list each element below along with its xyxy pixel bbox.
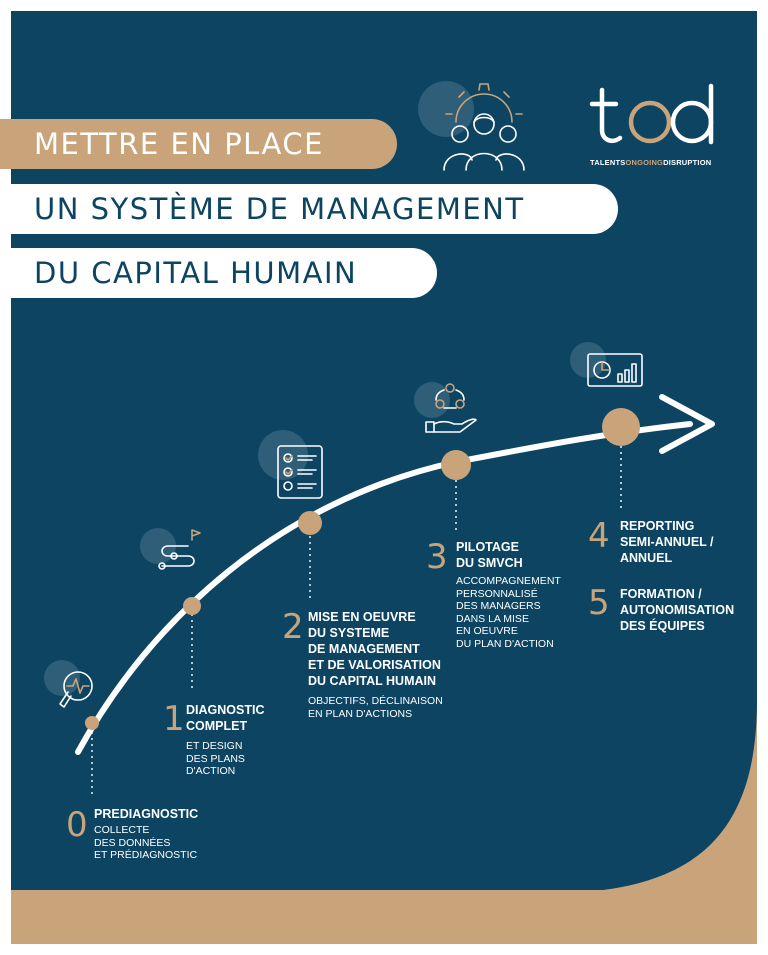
step-5-number: 5	[588, 583, 610, 623]
step-node-1	[183, 597, 201, 615]
step-1-title: DIAGNOSTIC COMPLET	[186, 703, 265, 733]
step-node-2	[298, 511, 322, 535]
step-node-3	[441, 450, 471, 480]
curve-path	[75, 421, 693, 755]
route-flag-icon	[158, 529, 201, 570]
title-line-3: DU CAPITAL HUMAIN	[0, 248, 437, 298]
step-5-title: FORMATION / AUTONOMISATION DES ÉQUIPES	[620, 587, 735, 633]
step-0-number: 0	[66, 805, 88, 845]
checklist-icon	[277, 445, 323, 499]
team-gear-icon	[443, 83, 525, 171]
step-3-desc: ACCOMPAGNEMENT PERSONNALISÉ DES MANAGERS…	[456, 575, 561, 650]
hand-gears-icon	[425, 383, 477, 433]
logo-tagline: TALENTSONGOINGDISRUPTION	[590, 158, 712, 167]
step-node-4	[602, 408, 640, 446]
step-1-desc: ET DESIGN DES PLANS D'ACTION	[186, 740, 245, 777]
step-4-number: 4	[588, 516, 610, 556]
step-3-title: PILOTAGE DU SMVCH	[456, 540, 523, 570]
title-line-2: UN SYSTÈME DE MANAGEMENT	[0, 184, 618, 234]
step-3-number: 3	[426, 537, 448, 577]
logo: TALENTSONGOINGDISRUPTION	[586, 78, 716, 174]
step-node-0	[85, 716, 99, 730]
step-0-desc: COLLECTE DES DONNÉES ET PRÉDIAGNOSTIC	[94, 824, 198, 861]
step-0-title: PREDIAGNOSTIC	[94, 807, 199, 821]
arrow-head-icon	[659, 394, 715, 454]
step-2-title: MISE EN OEUVRE DU SYSTEME DE MANAGEMENT …	[308, 610, 441, 688]
dashboard-chart-icon	[587, 353, 643, 387]
step-1-number: 1	[163, 699, 185, 739]
step-4-title: REPORTING SEMI-ANNUEL / ANNUEL	[620, 519, 714, 565]
magnifier-pulse-icon	[59, 671, 93, 708]
step-2-number: 2	[282, 607, 304, 647]
title-line-1: METTRE EN PLACE	[0, 119, 397, 169]
step-2-desc: OBJECTIFS, DÉCLINAISON EN PLAN D'ACTIONS	[308, 695, 443, 720]
tod-logo-mark	[589, 83, 714, 145]
